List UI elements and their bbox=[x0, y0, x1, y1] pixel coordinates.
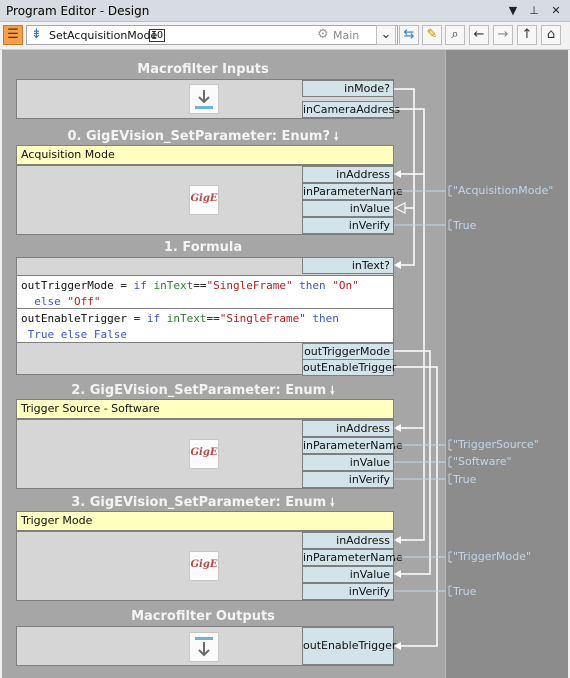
menu-icon[interactable]: ☰ bbox=[3, 25, 23, 45]
filter0-port-inVerify[interactable]: inVerify bbox=[302, 217, 394, 234]
formula-heading: 1. Formula bbox=[163, 240, 243, 255]
filter3-param-row[interactable]: Trigger Mode bbox=[16, 511, 394, 531]
filter3-port-inAddress[interactable]: inAddress bbox=[302, 532, 394, 549]
swap-icon[interactable]: ⇆ bbox=[399, 25, 419, 45]
wire-cameraaddress-bus bbox=[394, 108, 425, 541]
formula-string: "SingleFrame" bbox=[219, 312, 306, 325]
pin-icon[interactable]: ⊥ bbox=[529, 4, 539, 17]
macrofilter-selector[interactable]: ⇟ SetAcquisitionMode IO ⚙ Main bbox=[26, 25, 398, 45]
formula-keyword-else: else bbox=[54, 328, 94, 341]
home-icon[interactable]: ⌂ bbox=[541, 25, 561, 45]
wire-inmode-invalue-arrow bbox=[393, 202, 406, 214]
filter2-down-arrow-icon: 🠗 bbox=[326, 384, 335, 397]
macrofilter-name: SetAcquisitionMode bbox=[49, 29, 158, 42]
filter2-port-inParameterName[interactable]: inParameterName bbox=[302, 437, 403, 454]
filter0-port-inAddress[interactable]: inAddress bbox=[302, 166, 394, 183]
io-badge: IO bbox=[149, 29, 166, 42]
formula-string: "SingleFrame" bbox=[206, 279, 293, 292]
filter3-title: 3. GigEVision_SetParameter: Enum bbox=[71, 495, 327, 510]
window-titlebar: Program Editor - Design ▼ ⊥ ✕ bbox=[0, 0, 570, 22]
forward-icon[interactable]: → bbox=[493, 25, 513, 45]
port-inCameraAddress[interactable]: inCameraAddress bbox=[302, 101, 401, 118]
formula-operator: == bbox=[206, 312, 220, 325]
chevron-down-icon[interactable]: ⌄ bbox=[376, 25, 396, 45]
outputs-port-outEnableTrigger[interactable]: outEnableTrigger bbox=[302, 627, 396, 665]
formula-string: "Off" bbox=[67, 295, 101, 308]
formula-port-outEnableTrigger[interactable]: outEnableTrigger bbox=[302, 359, 397, 376]
filter0-port-inParameterName[interactable]: inParameterName bbox=[302, 183, 403, 200]
filter0-port-inValue[interactable]: inValue bbox=[302, 200, 394, 217]
formula-keyword-if: if bbox=[133, 279, 147, 292]
filter0-param-row[interactable]: Acquisition Mode bbox=[16, 145, 394, 165]
filter2-port-inAddress[interactable]: inAddress bbox=[302, 420, 394, 437]
filter3-heading: 3. GigEVision_SetParameter: Enum 🠗 bbox=[14, 494, 392, 513]
up-icon[interactable]: ↑ bbox=[517, 25, 537, 45]
formula-input-ref: inText bbox=[153, 279, 194, 292]
back-icon[interactable]: ← bbox=[469, 25, 489, 45]
close-icon[interactable]: ✕ bbox=[551, 4, 561, 17]
formula-constant: False bbox=[93, 328, 127, 341]
formula-string: "On" bbox=[332, 279, 359, 292]
window-title: Program Editor - Design bbox=[6, 4, 150, 18]
edit-icon[interactable]: ✎ bbox=[422, 25, 442, 45]
formula-keyword-then: then bbox=[292, 279, 333, 292]
filter3-port-inValue[interactable]: inValue bbox=[302, 566, 394, 583]
filter0-value-parametername[interactable]: "AcquisitionMode" bbox=[453, 184, 554, 197]
toolbar: ☰ ⇟ SetAcquisitionMode IO ⚙ Main ⌄ ⇆ ✎ ⌕… bbox=[0, 22, 570, 50]
filter3-value-parametername[interactable]: "TriggerMode" bbox=[453, 550, 532, 563]
gige-logo-icon: GigE bbox=[189, 551, 219, 581]
filter2-port-inValue[interactable]: inValue bbox=[302, 454, 394, 471]
formula-keyword-if: if bbox=[146, 312, 161, 325]
filter3-port-inVerify[interactable]: inVerify bbox=[302, 583, 394, 600]
formula-code-line-2[interactable]: outEnableTrigger = if inText=="SingleFra… bbox=[16, 308, 394, 343]
filter3-down-arrow-icon: 🠗 bbox=[326, 496, 335, 509]
formula-output-name: outTriggerMode bbox=[21, 279, 114, 292]
gige-logo-icon: GigE bbox=[189, 185, 219, 215]
formula-code-line-1[interactable]: outTriggerMode = if inText=="SingleFrame… bbox=[16, 275, 394, 309]
filter0-title: 0. GigEVision_SetParameter: Enum? bbox=[67, 129, 330, 144]
gige-logo-icon: GigE bbox=[189, 439, 219, 469]
filter3-value-verify[interactable]: True bbox=[453, 585, 477, 598]
filter0-heading: 0. GigEVision_SetParameter: Enum? 🠗 bbox=[14, 128, 392, 147]
filter0-down-arrow-icon: 🠗 bbox=[329, 130, 339, 143]
formula-output-name: outEnableTrigger bbox=[21, 312, 127, 325]
formula-operator: == bbox=[193, 279, 207, 292]
formula-assign: = bbox=[113, 279, 134, 292]
input-arrow-icon bbox=[189, 84, 219, 114]
formula-port-inText[interactable]: inText? bbox=[302, 257, 394, 274]
formula-constant: True bbox=[27, 328, 55, 341]
output-arrow-icon bbox=[189, 632, 219, 662]
outputs-heading: Macrofilter Outputs bbox=[131, 609, 275, 624]
filter2-title: 2. GigEVision_SetParameter: Enum bbox=[71, 383, 327, 398]
filter2-heading: 2. GigEVision_SetParameter: Enum 🠗 bbox=[14, 382, 392, 401]
formula-input-ref: inText bbox=[166, 312, 207, 325]
gear-icon: ⚙ bbox=[317, 27, 329, 42]
search-icon[interactable]: ⌕ bbox=[445, 25, 465, 45]
formula-assign: = bbox=[126, 312, 147, 325]
filter2-port-inVerify[interactable]: inVerify bbox=[302, 471, 394, 488]
value-column-guide bbox=[445, 50, 446, 678]
dropdown-icon[interactable]: ▼ bbox=[508, 4, 518, 17]
port-inMode[interactable]: inMode? bbox=[302, 80, 394, 97]
wire-arrowheads bbox=[394, 170, 401, 650]
filter2-value-value[interactable]: "Software" bbox=[453, 455, 512, 468]
worker-task-label: Main bbox=[333, 29, 360, 42]
formula-keyword-then: then bbox=[305, 312, 339, 325]
inputs-heading: Macrofilter Inputs bbox=[137, 62, 269, 77]
macrofilter-icon: ⇟ bbox=[31, 27, 42, 42]
filter2-param-row[interactable]: Trigger Source - Software bbox=[16, 399, 394, 419]
wire-enabletrigger-output bbox=[394, 366, 438, 647]
filter3-port-inParameterName[interactable]: inParameterName bbox=[302, 549, 403, 566]
filter2-value-verify[interactable]: True bbox=[453, 473, 477, 486]
filter2-value-parametername[interactable]: "TriggerSource" bbox=[453, 438, 539, 451]
wire-inmode-intext bbox=[394, 88, 415, 266]
formula-keyword-else: else bbox=[34, 295, 61, 308]
filter0-value-verify[interactable]: True bbox=[453, 219, 477, 232]
